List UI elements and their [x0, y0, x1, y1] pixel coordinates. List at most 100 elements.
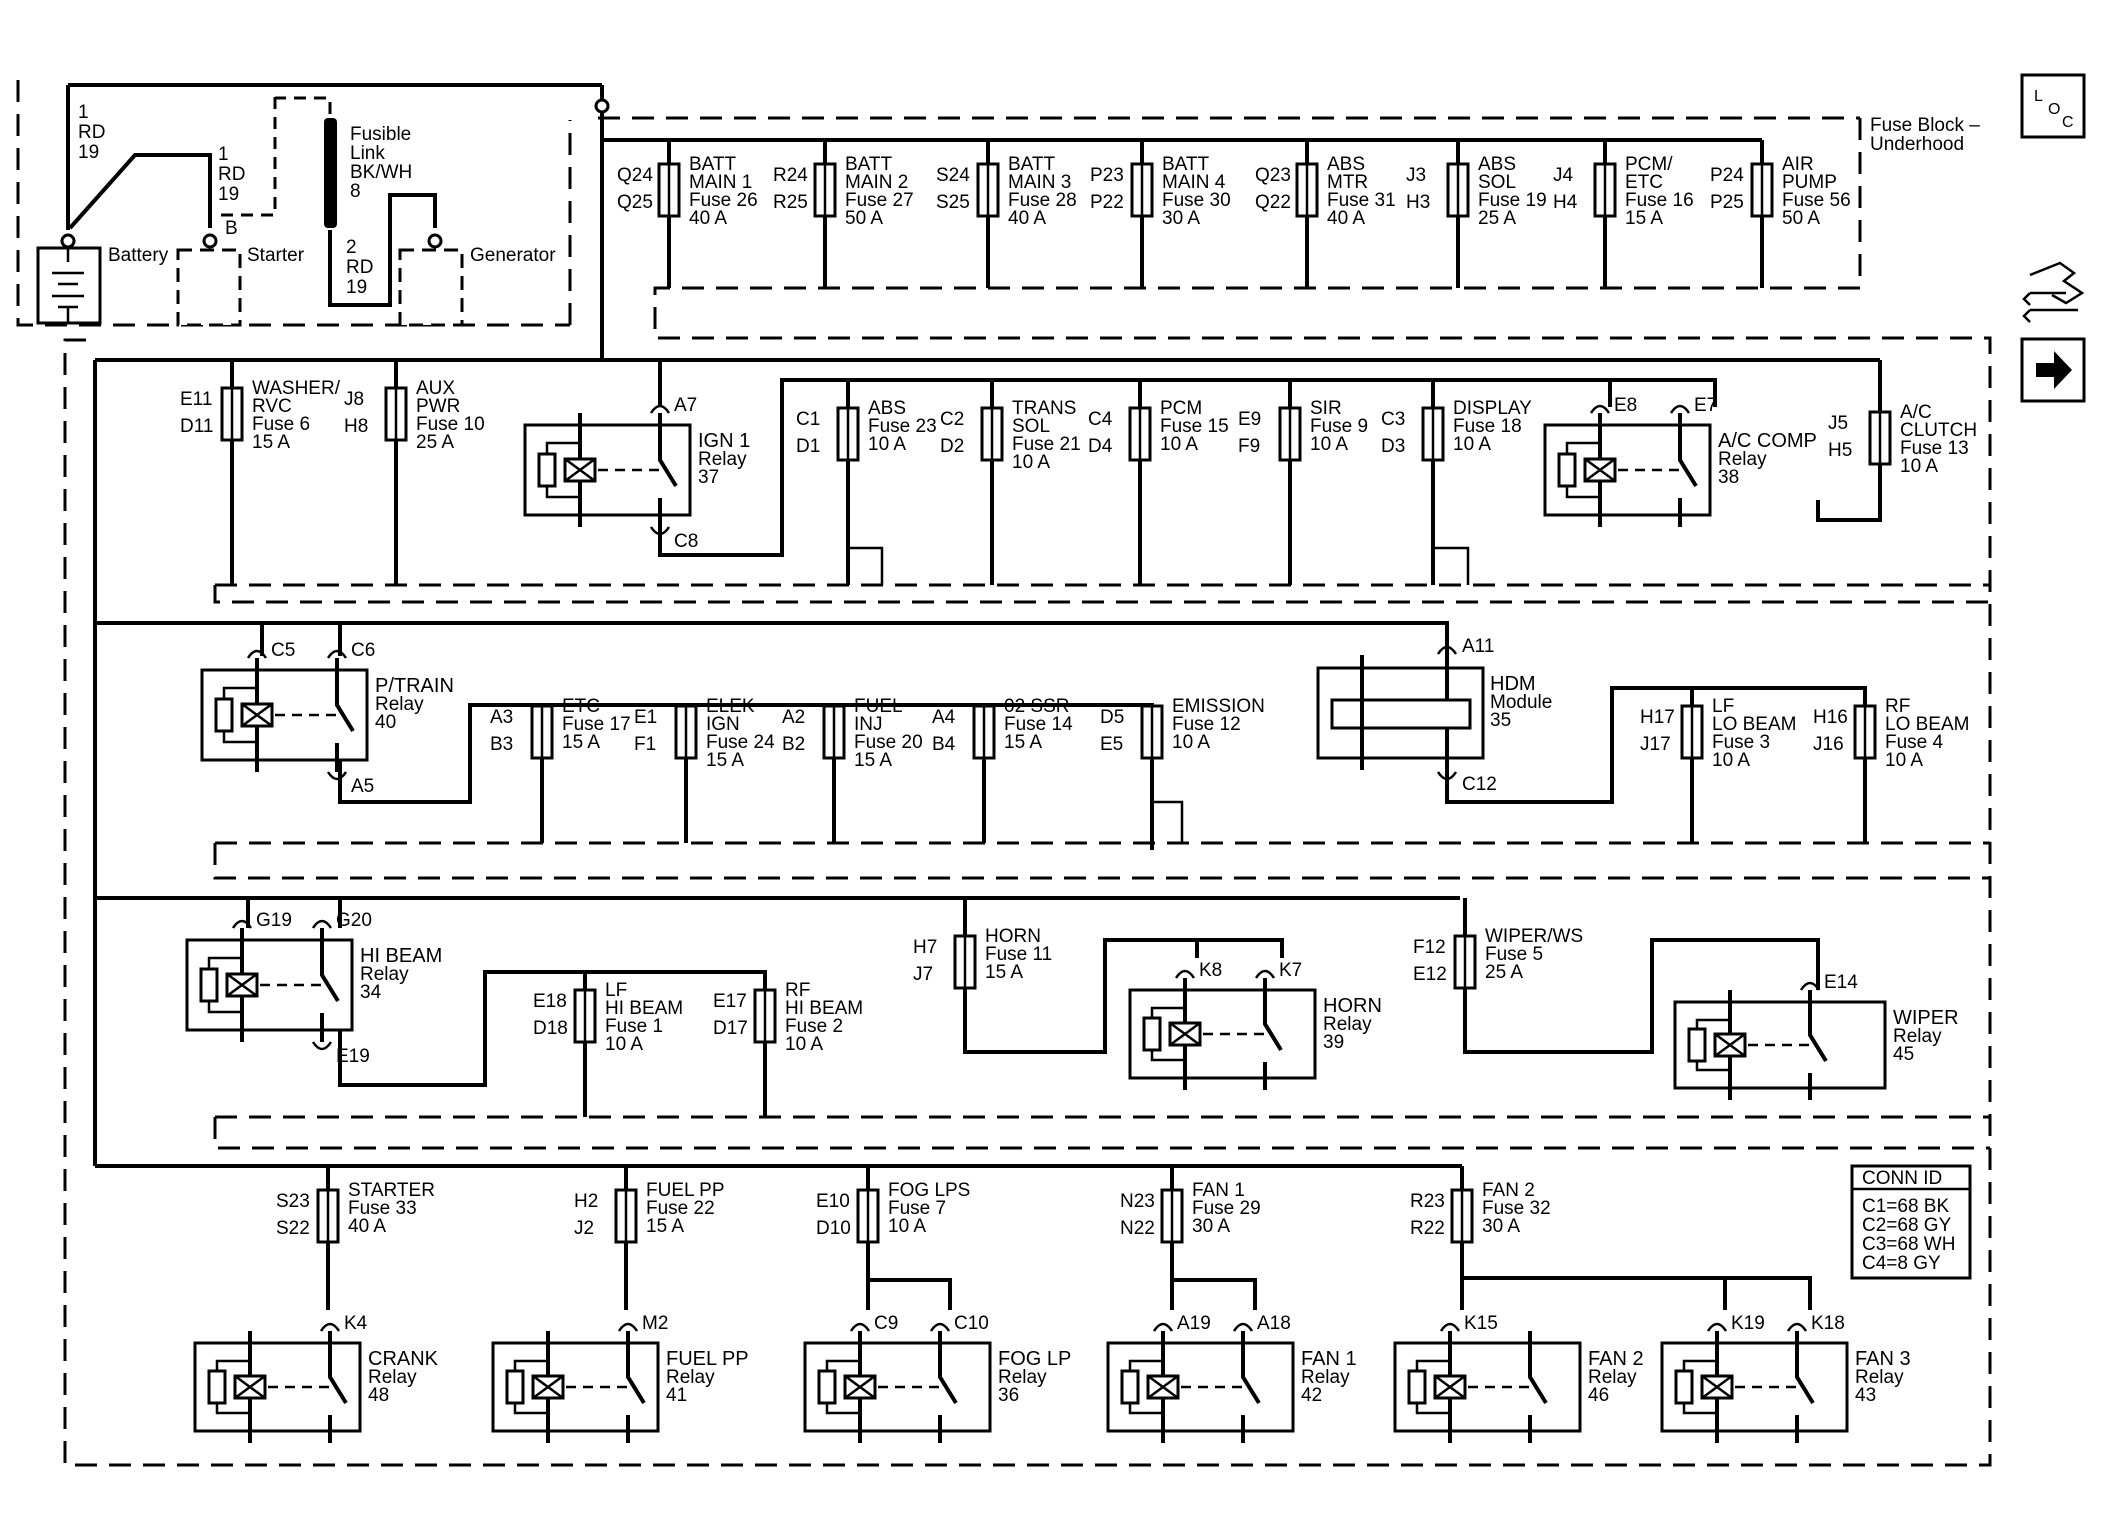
rf-lo-beam-fuse-pin-in: H16	[1813, 707, 1848, 728]
svg-text:1: 1	[218, 144, 229, 165]
emission-fuse-pin-out: E5	[1100, 734, 1123, 755]
hi-beam-relay-diode	[199, 967, 219, 1003]
top-fuse-5-label-l1: ABS	[1327, 154, 1365, 175]
o2-ssr-fuse-pin-out: B4	[932, 734, 956, 755]
conn-id-title: CONN ID	[1862, 1168, 1942, 1189]
hi-beam-relay-label-1: HI BEAM	[360, 945, 442, 967]
fan2-relay-label-1: FAN 2	[1588, 1348, 1644, 1370]
hdm-label-3: 35	[1490, 710, 1511, 731]
starter-terminal: B	[225, 218, 238, 239]
wiper-relay-box[interactable]	[1673, 1000, 1887, 1090]
hi-beam-relay-label-3: 34	[360, 982, 382, 1003]
fan3-relay-pin-p2: K18	[1811, 1313, 1845, 1334]
pcm-fuse-label-l3: 10 A	[1160, 434, 1198, 455]
svg-text:O: O	[2048, 101, 2060, 118]
trans-sol-fuse-pin-in: C2	[940, 409, 964, 430]
starter-fuse-label-l2: Fuse 33	[348, 1198, 417, 1219]
wiper-ws-fuse-label-l1: WIPER/WS	[1485, 926, 1583, 947]
arrow-right-icon[interactable]	[2020, 337, 2086, 403]
ptrain-relay-connector-1	[326, 649, 348, 659]
fan2-fuse-pin-in: R23	[1410, 1191, 1445, 1212]
top-fuse-2-label-l2: MAIN 2	[845, 172, 908, 193]
ptrain-relay-label-3: 40	[375, 712, 396, 733]
ac-clutch-fuse-label-l1: A/C	[1900, 402, 1932, 423]
conn-id-c3: C3=68 WH	[1862, 1234, 1955, 1255]
fan1-fuse-label-l3: 30 A	[1192, 1216, 1230, 1237]
fan2-fuse-pin-out: R22	[1410, 1218, 1445, 1239]
svg-text:L: L	[2034, 88, 2043, 105]
wiper-relay-connector-0	[1799, 981, 1821, 991]
washer-rvc-fuse-label-l2: RVC	[252, 396, 292, 417]
ign1-relay-pin-p2: C8	[674, 531, 698, 552]
elek-ign-fuse-label-l1: ELEK	[706, 696, 755, 717]
top-fuse-2-pin-in: R24	[773, 165, 808, 186]
ptrain-relay-diode	[214, 697, 234, 733]
rf-hi-beam-fuse-label-l2: HI BEAM	[785, 998, 863, 1019]
loc-icon[interactable]: L O C	[2020, 73, 2086, 139]
svg-text:19: 19	[346, 277, 367, 298]
fuel-inj-fuse-label-l3: Fuse 20	[854, 732, 923, 753]
horn-relay-pin-p2: K7	[1279, 960, 1302, 981]
fan1-relay-label-1: FAN 1	[1301, 1348, 1357, 1370]
abs-fuse-label-l3: 10 A	[868, 434, 906, 455]
emission-fuse-label-l3: 10 A	[1172, 732, 1210, 753]
etc-fuse-pin-out: B3	[490, 734, 513, 755]
top-fuse-7-label-l2: ETC	[1625, 172, 1663, 193]
ac-comp-relay-pin-p2: E7	[1694, 395, 1717, 416]
pcm-fuse-label-l2: Fuse 15	[1160, 416, 1229, 437]
aux-pwr-fuse-label-l1: AUX	[416, 378, 455, 399]
horn-fuse-label-l2: Fuse 11	[985, 944, 1052, 965]
top-fuse-3-label-l2: MAIN 3	[1008, 172, 1071, 193]
wiper-relay-diode	[1687, 1027, 1707, 1063]
harness-icon[interactable]	[2022, 261, 2085, 323]
ptrain-relay-coil-x	[241, 702, 273, 728]
fuel-pp-fuse-label-l2: Fuse 22	[646, 1198, 715, 1219]
